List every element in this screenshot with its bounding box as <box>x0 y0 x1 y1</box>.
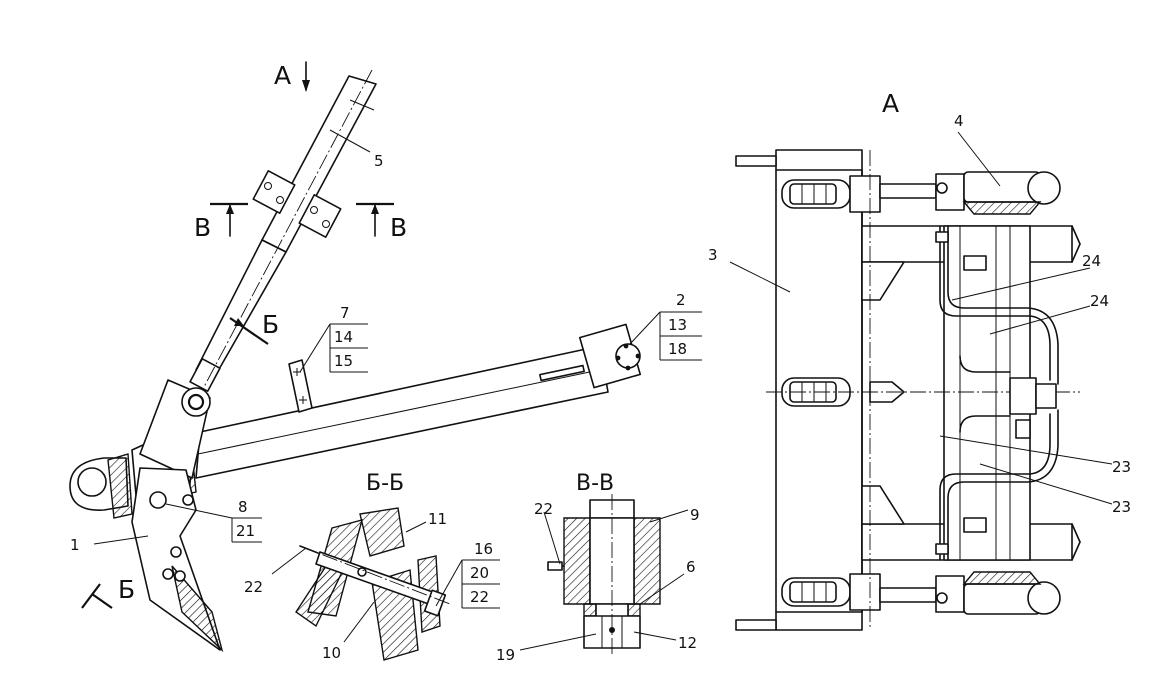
part-label-24-upper: 24 <box>1082 252 1101 270</box>
part-label-12: 12 <box>678 634 697 652</box>
part-label-4: 4 <box>954 112 964 130</box>
part-label-20: 20 <box>470 564 489 582</box>
section-v-title: В-В <box>576 471 614 496</box>
view-a-arrow: А <box>274 61 310 92</box>
part-label-21: 21 <box>236 522 255 540</box>
part-label-2: 2 <box>676 291 686 309</box>
section-b-cut-marks: Б Б <box>81 310 279 609</box>
part-label-23-upper: 23 <box>1112 458 1131 476</box>
section-b-arrow-lower-label: Б <box>118 575 135 604</box>
section-v-v: В-В 22 9 6 12 19 <box>496 471 700 664</box>
section-v-arrow-left-label: В <box>194 213 211 242</box>
part-label-1: 1 <box>70 536 80 554</box>
view-a-title: А <box>882 89 899 118</box>
part-label-5: 5 <box>374 152 384 170</box>
part-label-6: 6 <box>686 558 696 576</box>
section-b-b: Б-Б 22 11 10 16 20 22 <box>244 471 500 662</box>
part-label-8: 8 <box>238 498 248 516</box>
part-label-11: 11 <box>428 510 447 528</box>
side-view: А В В Б Б <box>69 61 702 653</box>
section-b-arrow-upper-label: Б <box>262 310 279 339</box>
part-label-7: 7 <box>340 304 350 322</box>
section-v-cut-marks: В В <box>194 202 407 242</box>
part-label-15: 15 <box>334 352 353 370</box>
part-label-3: 3 <box>708 246 718 264</box>
part-label-22-section-b-box: 22 <box>470 588 489 606</box>
view-a-arrow-label: А <box>274 61 291 90</box>
bracket-plate <box>288 359 313 413</box>
part-label-24-lower: 24 <box>1090 292 1109 310</box>
side-view-leaders <box>93 129 702 545</box>
part-label-23-lower: 23 <box>1112 498 1131 516</box>
section-v-arrow-right-label: В <box>390 213 407 242</box>
part-label-22-section-v: 22 <box>534 500 553 518</box>
upper-rod <box>189 69 377 403</box>
part-label-10: 10 <box>322 644 341 662</box>
part-label-22-section-b: 22 <box>244 578 263 596</box>
part-label-14: 14 <box>334 328 353 346</box>
part-label-16: 16 <box>474 540 493 558</box>
part-label-18: 18 <box>668 340 687 358</box>
part-label-9: 9 <box>690 506 700 524</box>
view-a: А <box>708 89 1131 631</box>
main-beam <box>195 323 642 479</box>
ripper-shank <box>131 467 224 653</box>
part-label-19: 19 <box>496 646 515 664</box>
part-label-13: 13 <box>668 316 687 334</box>
section-b-title: Б-Б <box>366 471 404 496</box>
